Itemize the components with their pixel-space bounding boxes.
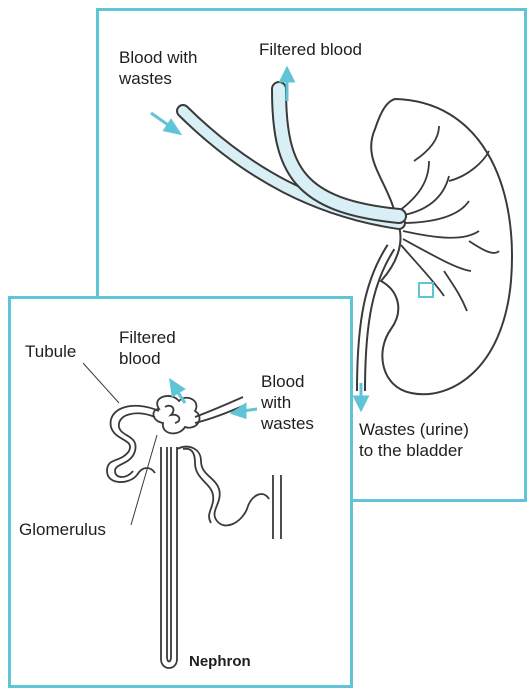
label-wastes-urine: Wastes (urine) to the bladder [359,419,469,461]
label-blood-with-wastes-nephron: Blood with wastes [261,371,314,434]
label-blood-with-wastes: Blood with wastes [119,47,197,89]
loop-of-henle [161,447,177,668]
kidney-outline [371,99,512,394]
nephron-panel: Tubule Filtered blood Blood with wastes … [8,296,353,688]
label-filtered-blood: Filtered blood [259,39,362,60]
arrow-in-icon [151,113,179,133]
label-filtered-blood-nephron: Filtered blood [119,327,176,369]
label-glomerulus: Glomerulus [19,519,106,540]
arrow-left-icon [233,405,257,417]
caption-nephron: Nephron [189,651,251,672]
distal-tubule [177,447,269,526]
label-tubule: Tubule [25,341,76,362]
collecting-duct [273,475,281,539]
